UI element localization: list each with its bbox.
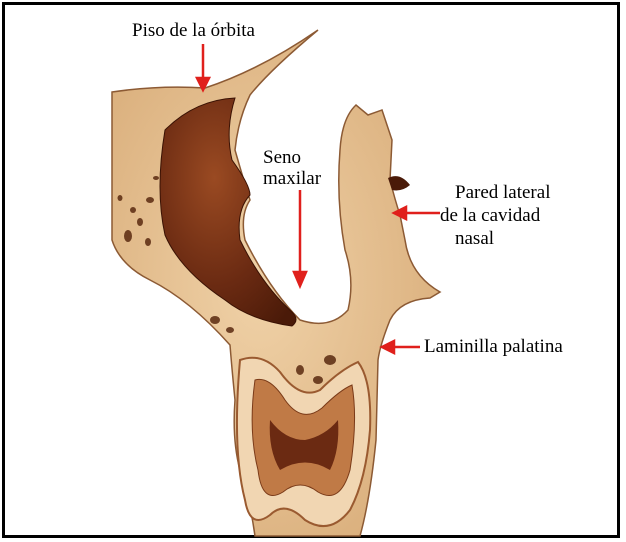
label-seno-2: maxilar <box>263 168 321 190</box>
label-pared-2: de la cavidad <box>440 205 540 227</box>
label-piso-orbita: Piso de la órbita <box>132 20 255 42</box>
label-pared-3: nasal <box>455 228 494 250</box>
label-laminilla-palatina: Laminilla palatina <box>424 336 563 358</box>
arrow-seno-head <box>294 272 306 286</box>
label-pared-1: Pared lateral <box>455 182 550 204</box>
label-seno-1: Seno <box>263 147 301 169</box>
arrow-laminilla-head <box>382 341 394 353</box>
